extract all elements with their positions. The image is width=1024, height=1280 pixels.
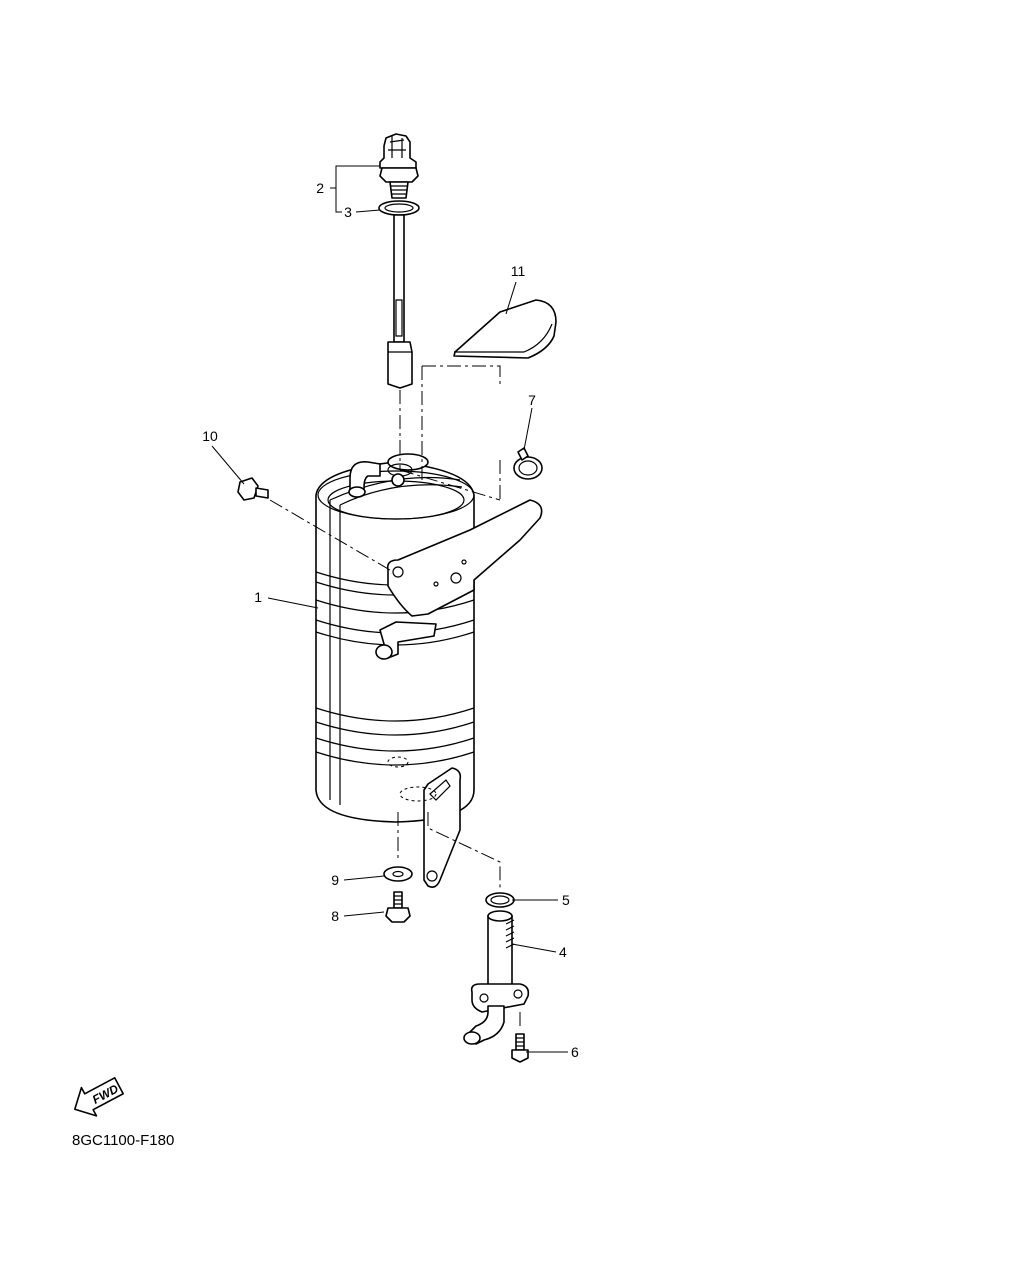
- hose-fitting-10: [237, 477, 269, 501]
- callout-labels: 2 3 1 11 7 10 9 8 5 4 6: [202, 180, 579, 1060]
- drain-pipe-assembly: [463, 892, 530, 1063]
- sensor-assembly: [378, 133, 420, 389]
- callout-8: 8: [331, 908, 339, 924]
- callout-2: 2: [316, 180, 324, 196]
- callout-5: 5: [562, 892, 570, 908]
- callout-7: 7: [528, 392, 536, 408]
- callout-3: 3: [344, 204, 352, 220]
- callout-9: 9: [331, 872, 339, 888]
- callout-1: 1: [254, 589, 262, 605]
- callout-10: 10: [202, 428, 218, 444]
- leader-lines: [211, 165, 568, 1053]
- fwd-arrow-icon: FWD: [74, 1077, 124, 1117]
- callout-11: 11: [511, 263, 526, 279]
- alignment-lines: [269, 365, 521, 1030]
- callout-6: 6: [571, 1044, 579, 1060]
- hose-clamp: [513, 447, 543, 480]
- figure-code: 8GC1100-F180: [72, 1132, 174, 1149]
- callout-4: 4: [559, 944, 567, 960]
- tank-body: [315, 453, 543, 888]
- cover-part: [453, 299, 557, 359]
- washer-and-bolt: [383, 866, 413, 923]
